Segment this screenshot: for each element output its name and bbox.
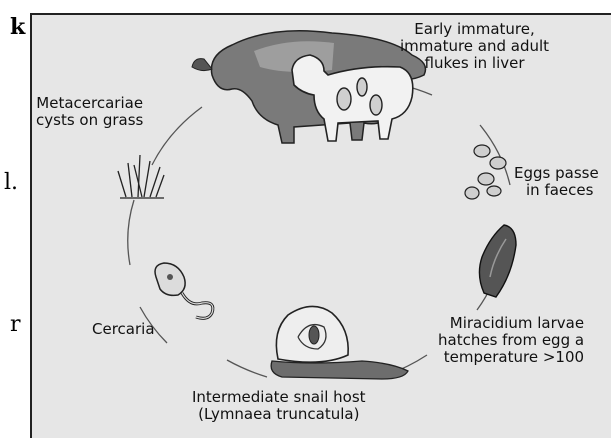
snail-host-icon: [271, 306, 408, 379]
label-metacercariae-cysts: Metacercariae cysts on grass: [36, 95, 143, 129]
label-line: immature and adult: [400, 38, 549, 55]
label-line: Metacercariae: [36, 95, 143, 112]
label-intermediate-snail-host: Intermediate snail host (Lymnaea truncat…: [192, 389, 366, 423]
liver-fluke-life-cycle-diagram: Early immature, immature and adult fluke…: [30, 13, 611, 438]
margin-fragment-3: r: [10, 314, 21, 336]
label-line: flukes in liver: [400, 55, 549, 72]
margin-fragment-1: k: [10, 16, 25, 38]
label-eggs-passed: Eggs passe in faeces: [514, 165, 599, 199]
life-cycle-illustration: [32, 15, 611, 438]
label-cercaria: Cercaria: [92, 321, 155, 338]
cercaria-icon: [155, 263, 213, 318]
margin-fragment-2: l.: [4, 172, 18, 194]
eggs-icon: [465, 145, 506, 199]
label-line: Eggs passe: [514, 165, 599, 182]
label-line: Miracidium larvae: [438, 315, 584, 332]
label-line: Cercaria: [92, 321, 155, 338]
label-line: Early immature,: [400, 21, 549, 38]
label-miracidium-larvae: Miracidium larvae hatches from egg a tem…: [438, 315, 584, 366]
label-line: Intermediate snail host: [192, 389, 366, 406]
label-flukes-in-liver: Early immature, immature and adult fluke…: [400, 21, 549, 72]
book-page-margin: k l. r: [0, 0, 30, 438]
miracidium-larva-icon: [479, 225, 516, 297]
label-line: (Lymnaea truncatula): [192, 406, 366, 423]
label-line: temperature >100: [438, 349, 584, 366]
label-line: in faeces: [514, 182, 599, 199]
label-line: cysts on grass: [36, 112, 143, 129]
grass-tuft-icon: [118, 155, 164, 198]
label-line: hatches from egg a: [438, 332, 584, 349]
